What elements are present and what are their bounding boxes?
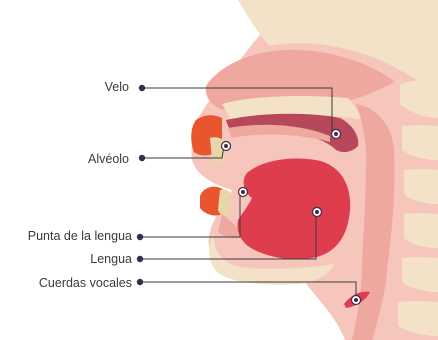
alveolo-label: Alvéolo: [88, 152, 129, 166]
lengua-marker: [313, 208, 322, 217]
lengua-label: Lengua: [90, 252, 132, 266]
alveolo-marker: [222, 142, 231, 151]
velo-label: Velo: [105, 80, 129, 94]
label-dots: [137, 85, 145, 285]
cuerdas-vocales-label: Cuerdas vocales: [39, 276, 132, 290]
cuerdas-dot: [137, 279, 143, 285]
punta-marker: [239, 188, 248, 197]
alveolo-dot: [139, 155, 145, 161]
velo-marker: [332, 130, 341, 139]
lengua-dot: [137, 256, 143, 262]
punta-de-la-lengua-label: Punta de la lengua: [28, 229, 132, 243]
lower-tooth: [218, 189, 232, 216]
punta-dot: [137, 234, 143, 240]
velo-dot: [139, 85, 145, 91]
tongue: [237, 159, 350, 260]
cuerdas-marker: [352, 296, 361, 305]
